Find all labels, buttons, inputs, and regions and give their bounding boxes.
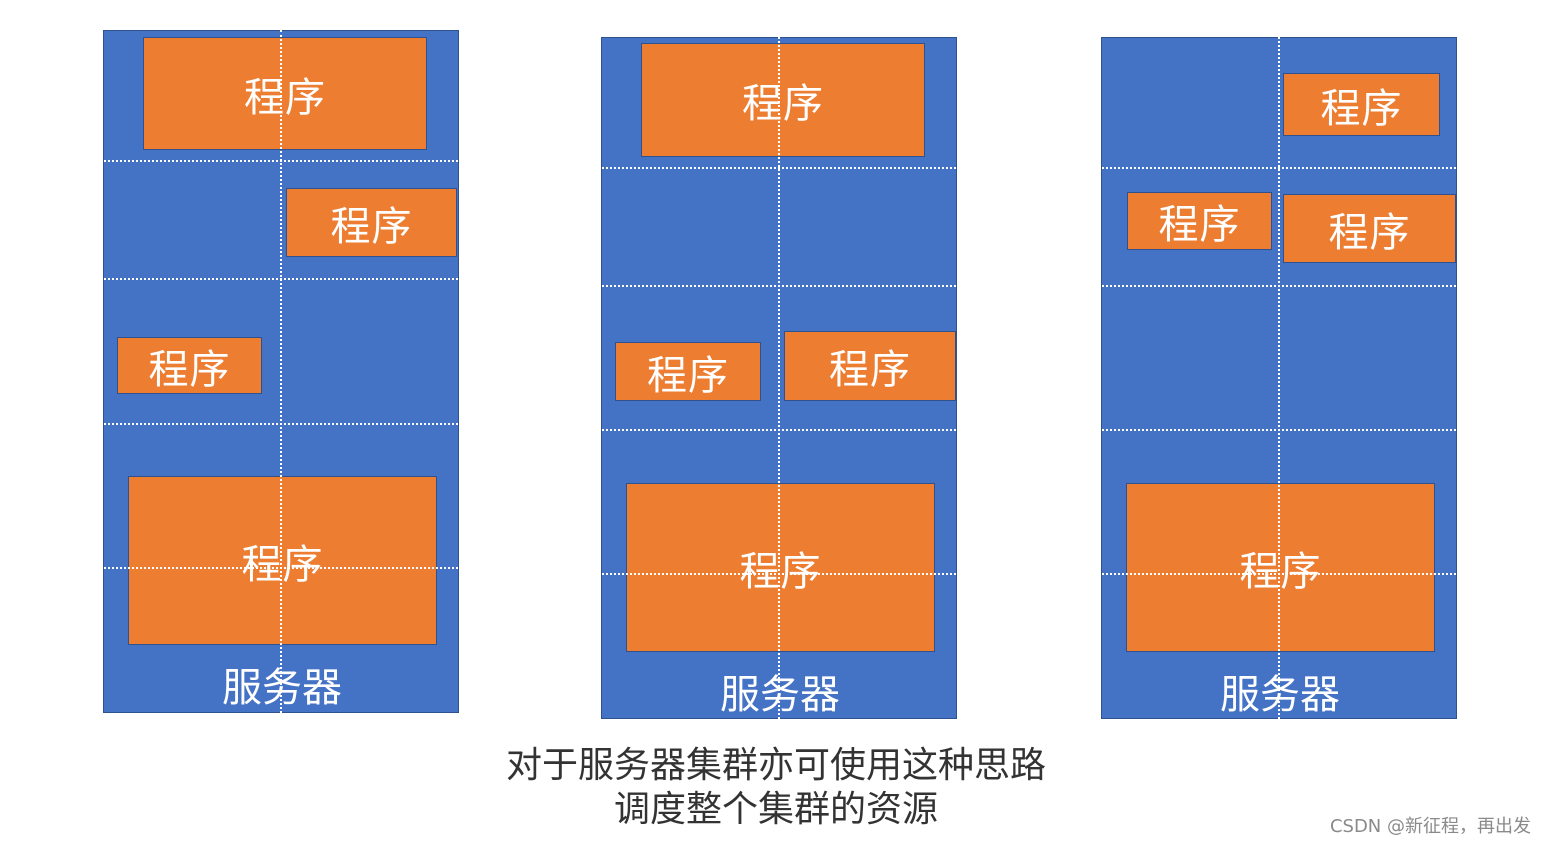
server-3: 程序 程序 程序 程序 服务器 — [1101, 37, 1457, 719]
program-block: 程序 — [641, 43, 925, 157]
program-block: 程序 — [128, 476, 437, 645]
caption-line-2: 调度整个集群的资源 — [613, 789, 938, 830]
program-block: 程序 — [1283, 73, 1440, 136]
program-block: 程序 — [1126, 483, 1435, 652]
program-block: 程序 — [286, 188, 457, 257]
watermark: CSDN @新征程，再出发 — [1329, 816, 1531, 837]
server-label: 服务器 — [1220, 672, 1340, 718]
server-1: 程序 程序 程序 程序 服务器 — [103, 30, 459, 713]
server-2: 程序 程序 程序 程序 服务器 — [601, 37, 957, 719]
program-block: 程序 — [143, 37, 427, 150]
program-block: 程序 — [615, 342, 761, 401]
program-block: 程序 — [1283, 194, 1456, 263]
program-block: 程序 — [117, 337, 262, 394]
program-block: 程序 — [626, 483, 935, 652]
program-block: 程序 — [784, 331, 956, 401]
server-label: 服务器 — [222, 665, 342, 711]
caption-line-1: 对于服务器集群亦可使用这种思路 — [505, 745, 1046, 786]
server-label: 服务器 — [720, 672, 840, 718]
program-block: 程序 — [1127, 192, 1272, 250]
